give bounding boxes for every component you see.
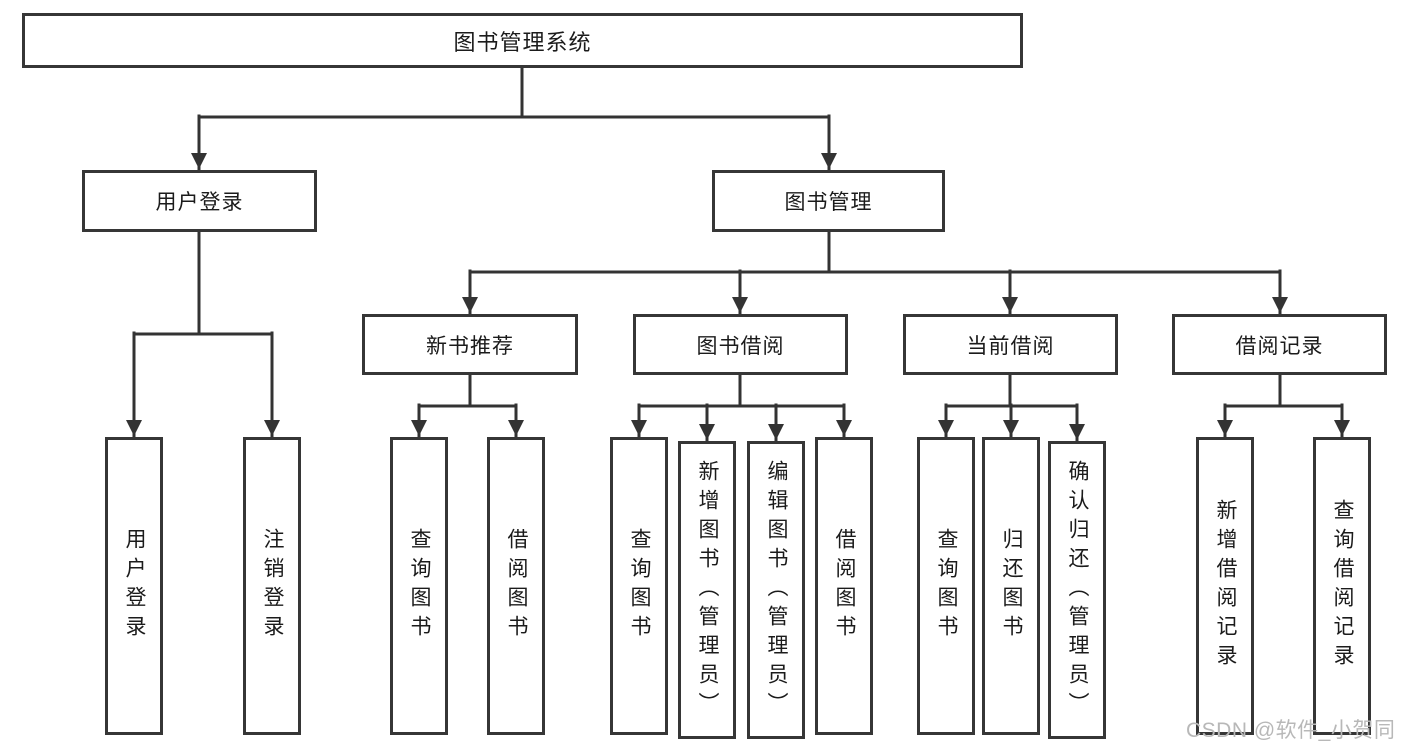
node-book-borrow: 图书借阅 bbox=[633, 314, 848, 375]
leaf-borrow-books-2: 借阅图书 bbox=[815, 437, 873, 735]
leaf-return-books: 归还图书 bbox=[982, 437, 1040, 735]
node-borrow-record: 借阅记录 bbox=[1172, 314, 1387, 375]
node-library-system: 图书管理系统 bbox=[22, 13, 1023, 68]
node-book-management: 图书管理 bbox=[712, 170, 945, 232]
leaf-add-books-admin: 新增图书（管理员） bbox=[678, 441, 736, 739]
leaf-confirm-return-admin: 确认归还（管理员） bbox=[1048, 441, 1106, 739]
leaf-edit-books-admin: 编辑图书（管理员） bbox=[747, 441, 805, 739]
node-current-borrow: 当前借阅 bbox=[903, 314, 1118, 375]
leaf-borrow-books-1: 借阅图书 bbox=[487, 437, 545, 735]
leaf-user-login: 用户登录 bbox=[105, 437, 163, 735]
leaf-query-books-2: 查询图书 bbox=[610, 437, 668, 735]
leaf-query-books-1: 查询图书 bbox=[390, 437, 448, 735]
csdn-watermark: CSDN @软件_小贺同学 bbox=[1186, 719, 1396, 742]
leaf-logout: 注销登录 bbox=[243, 437, 301, 735]
leaf-query-books-3: 查询图书 bbox=[917, 437, 975, 735]
leaf-add-borrow-record: 新增借阅记录 bbox=[1196, 437, 1254, 735]
leaf-query-borrow-record: 查询借阅记录 bbox=[1313, 437, 1371, 735]
node-new-book-recommend: 新书推荐 bbox=[362, 314, 578, 375]
node-user-login: 用户登录 bbox=[82, 170, 317, 232]
